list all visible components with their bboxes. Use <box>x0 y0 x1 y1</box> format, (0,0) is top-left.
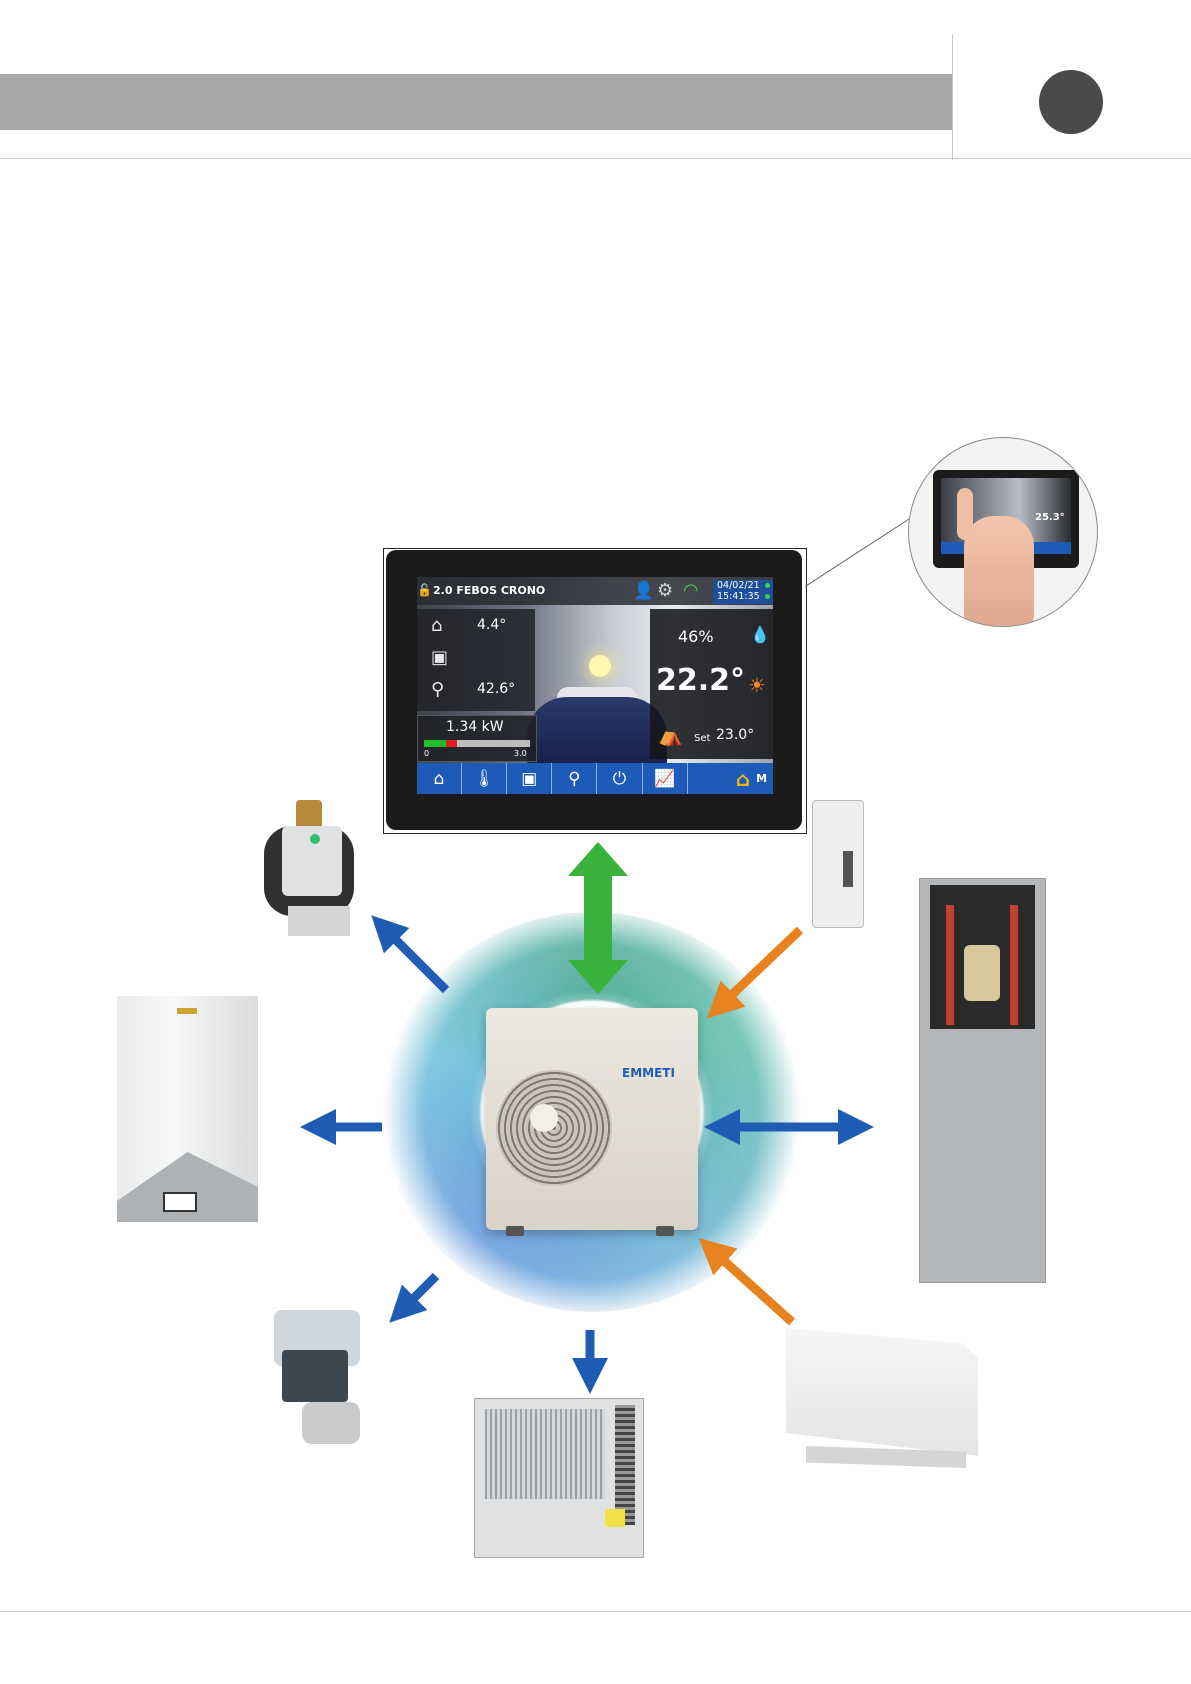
fan-coil-unit <box>786 1328 978 1480</box>
power-bar-fill-red <box>446 740 457 747</box>
tap-icon: ⚲ <box>431 679 444 700</box>
status-dot <box>765 583 770 588</box>
lamp-glow <box>589 655 611 677</box>
mini-room-temp: 25.3° <box>1035 512 1065 523</box>
dehumidifier-unit <box>474 1398 644 1558</box>
pump-indicator <box>310 834 320 844</box>
module-pipe <box>1010 905 1018 1025</box>
arrow-from-fancoil <box>712 1250 792 1322</box>
expansion-tank <box>964 945 1000 1001</box>
fancoil-icon: ▣ <box>431 647 448 668</box>
fan-grille <box>496 1070 612 1186</box>
controller-screen: 🔓 2.0 FEBOS CRONO 👤 ⚙ ◠ 04/02/21 15:41:3… <box>417 577 773 794</box>
hydronic-module <box>919 878 1046 1283</box>
green-bidirectional-arrow <box>568 842 628 994</box>
lock-icon[interactable]: 🔓 <box>417 583 432 597</box>
drop-icon: 💧 <box>750 625 770 644</box>
hand <box>964 516 1034 626</box>
bottom-nav: ⌂ 🌡 ▣ ⚲ ⏻ 📈 ⌂ M <box>417 763 773 794</box>
mode-label: M <box>756 772 767 785</box>
status-bar: 🔓 2.0 FEBOS CRONO 👤 ⚙ ◠ 04/02/21 15:41:3… <box>417 577 773 605</box>
home-icon[interactable]: ⌂ <box>417 763 462 794</box>
module-window <box>930 885 1035 1029</box>
gear-icon[interactable]: ⚙ <box>657 580 673 601</box>
power-bar <box>424 740 530 747</box>
status-dot <box>765 594 770 599</box>
house-outdoor-icon: ⌂ <box>431 615 442 636</box>
module-pipe <box>946 905 954 1025</box>
humidity-value: 46% <box>678 627 714 646</box>
unit-foot <box>656 1226 674 1236</box>
wall-boiler <box>117 996 258 1222</box>
unit-foot <box>506 1226 524 1236</box>
pump-terminal-box <box>288 906 350 936</box>
side-grille <box>615 1405 635 1525</box>
valve-motor <box>282 1350 348 1402</box>
set-temp[interactable]: 23.0° <box>716 727 754 743</box>
thermometer-icon[interactable]: 🌡 <box>462 763 507 794</box>
plug-icon[interactable]: ⏻ <box>597 763 642 794</box>
valve-body <box>302 1402 360 1444</box>
chart-icon[interactable]: 📈 <box>643 763 688 794</box>
footer-rule <box>0 1611 1191 1612</box>
motorized-valve <box>256 1310 376 1450</box>
arrow-to-valve <box>402 1276 436 1310</box>
fan-coil-front <box>786 1328 978 1456</box>
user-icon[interactable]: 👤 <box>633 581 654 601</box>
armchair-icon: ⛺ <box>658 723 683 747</box>
meter-display <box>843 851 853 887</box>
unit-brand-logo: EMMETI <box>622 1066 675 1080</box>
brand-logo-icon: ⌂ <box>736 767 750 791</box>
power-min: 0 <box>424 749 429 758</box>
system-panel[interactable]: ⌂ 4.4° ▣ ⚲ 42.6° <box>417 609 535 711</box>
mode-button[interactable]: ⌂ M <box>688 763 773 794</box>
device-title: 2.0 FEBOS CRONO <box>433 584 545 597</box>
outdoor-temp: 4.4° <box>477 617 506 633</box>
outdoor-heat-pump-unit: EMMETI <box>486 1008 698 1230</box>
sun-icon: ☀ <box>748 673 766 697</box>
coil <box>485 1409 605 1499</box>
touch-inset: 25.3° <box>908 437 1098 627</box>
datetime-box: 04/02/21 15:41:35 <box>713 580 773 604</box>
arrow-from-meter <box>720 930 800 1006</box>
room-panel[interactable]: 46% 💧 22.2° ☀ ⛺ Set 23.0° <box>650 609 773 759</box>
fan-hub <box>530 1104 558 1132</box>
circulation-pump <box>258 796 358 936</box>
energy-meter <box>812 800 864 928</box>
set-label: Set <box>694 733 710 744</box>
arrow-to-pump <box>384 928 446 990</box>
tap-icon[interactable]: ⚲ <box>552 763 597 794</box>
dhw-temp: 42.6° <box>477 681 515 697</box>
wifi-icon: ◠ <box>683 580 699 601</box>
boiler-display <box>163 1192 197 1212</box>
bed <box>527 697 667 767</box>
fancoil-icon[interactable]: ▣ <box>507 763 552 794</box>
power-bar-fill <box>424 740 446 747</box>
power-value: 1.34 kW <box>446 719 504 735</box>
power-panel: 1.34 kW 0 3.0 <box>417 715 537 762</box>
room-temp: 22.2° <box>656 663 745 698</box>
boiler-logo <box>177 1008 197 1014</box>
power-max: 3.0 <box>514 749 527 758</box>
warning-label <box>605 1509 625 1527</box>
